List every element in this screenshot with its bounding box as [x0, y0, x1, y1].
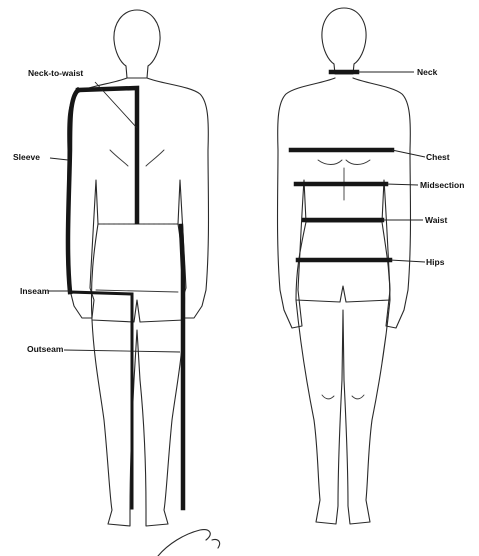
chest-label: Chest — [426, 152, 450, 162]
neck-to-waist-tape — [78, 88, 137, 222]
front-head — [322, 8, 366, 74]
sleeve-tape — [68, 90, 78, 292]
inseam-label: Inseam — [20, 286, 50, 296]
outseam-leader — [64, 350, 180, 352]
sleeve-leader — [50, 158, 68, 160]
outseam-tape — [181, 226, 183, 508]
front-knee-lines — [322, 395, 364, 399]
front-chest-lines — [318, 160, 370, 200]
front-view-figure: Neck Chest Midsection Waist Hips — [278, 8, 465, 524]
sleeve-label: Sleeve — [13, 152, 40, 162]
front-legs — [296, 300, 390, 524]
back-shorts — [91, 224, 184, 322]
midsection-label: Midsection — [420, 180, 464, 190]
chest-leader — [392, 150, 425, 157]
bottom-scribble — [158, 530, 220, 556]
outseam-label: Outseam — [27, 344, 64, 354]
back-view-figure: Neck-to-waist Sleeve Inseam Outseam — [13, 10, 209, 526]
waist-label: Waist — [425, 215, 448, 225]
back-buttock-line — [96, 290, 178, 292]
neck-label: Neck — [417, 67, 438, 77]
hips-leader — [390, 260, 425, 262]
midsection-leader — [386, 184, 418, 185]
back-head — [114, 10, 160, 78]
hips-label: Hips — [426, 257, 445, 267]
neck-to-waist-label: Neck-to-waist — [28, 68, 83, 78]
